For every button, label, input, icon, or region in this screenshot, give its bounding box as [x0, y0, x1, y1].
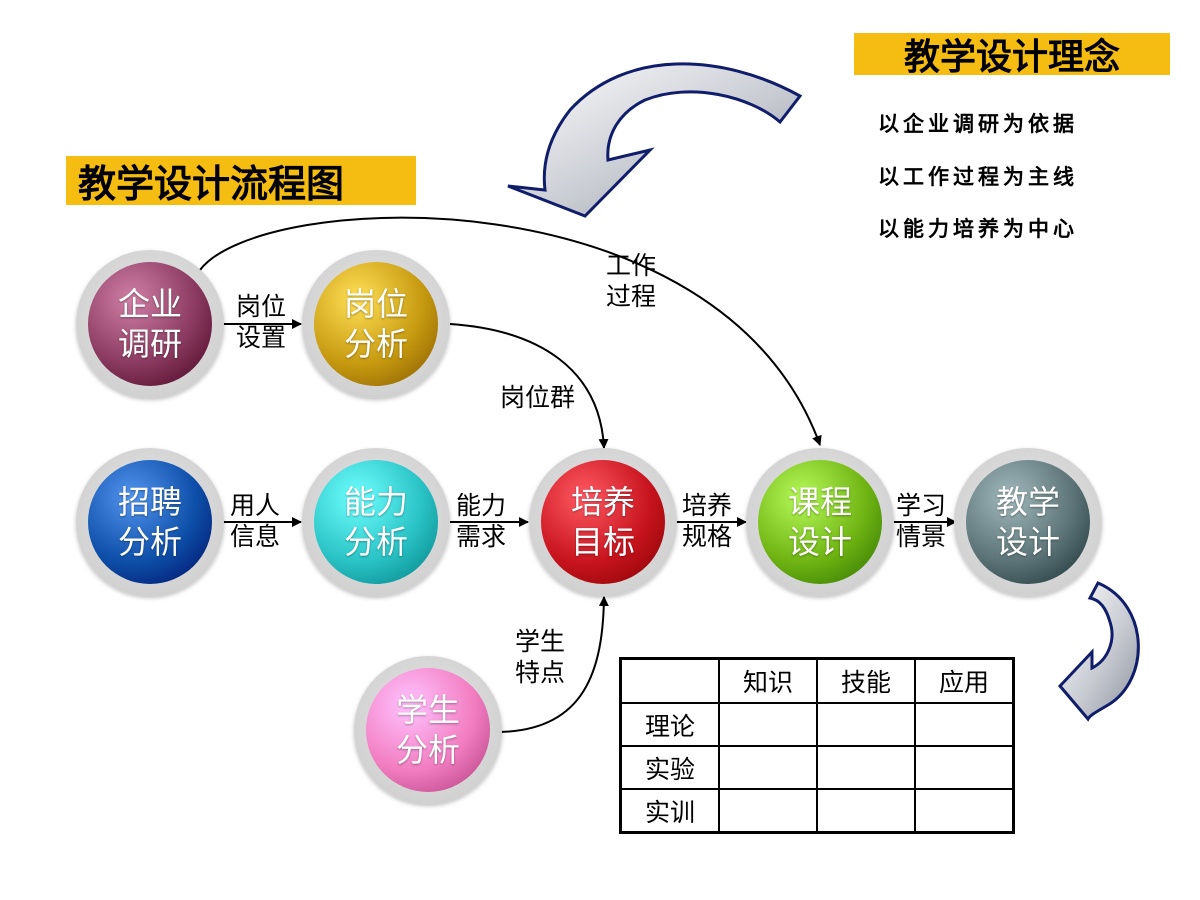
node-core: 教学 设计 — [966, 460, 1090, 584]
node-label-line1: 教学 — [995, 483, 1060, 521]
node-xuesheng-fenxi: 学生 分析 — [354, 656, 502, 804]
edge-label-peiyang-guige: 培养 规格 — [682, 490, 732, 552]
edge-xuesheng-peiyang — [499, 596, 609, 733]
edge-label-line1: 培养 — [682, 491, 733, 520]
node-zhaopin-fenxi: 招聘 分析 — [76, 448, 224, 596]
edge-label-line2: 需求 — [456, 522, 507, 551]
edge-label-line1: 岗位 — [236, 292, 287, 321]
table-cell — [718, 788, 818, 834]
node-label-line1: 培养 — [570, 483, 635, 521]
edge-label-line2: 过程 — [606, 282, 657, 311]
node-label-line2: 分析 — [117, 523, 182, 561]
table-header-cell: 技能 — [816, 657, 916, 704]
table-row: 实验 — [619, 745, 1015, 790]
edge-label-line2: 信息 — [230, 522, 281, 551]
node-label-line2: 分析 — [343, 325, 408, 363]
principle-3: 以能力培养为中心 — [878, 217, 1078, 241]
node-label-line2: 分析 — [343, 523, 408, 561]
table-row-label: 实训 — [619, 788, 720, 834]
table-row-label: 实验 — [619, 745, 720, 790]
edge-label-line2: 情景 — [896, 522, 947, 551]
edge-label-xuexi-qingjing: 学习 情景 — [896, 490, 946, 552]
table-cell — [816, 702, 916, 747]
edge-label-gangwei-shezhi: 岗位 设置 — [236, 291, 286, 353]
node-label-line1: 学生 — [395, 691, 460, 729]
node-core: 培养 目标 — [541, 460, 665, 584]
curved-arrow-top — [507, 62, 803, 218]
edge-label-gangweiqun: 岗位群 — [500, 382, 575, 413]
node-label-line1: 能力 — [343, 483, 408, 521]
node-core: 能力 分析 — [314, 460, 438, 584]
node-qiye-diaoyan: 企业 调研 — [76, 250, 224, 398]
table-corner-cell — [619, 657, 720, 704]
node-label-line2: 调研 — [117, 325, 182, 363]
edge-label-line1: 学习 — [896, 491, 947, 520]
edge-gangwei-peiyang — [449, 323, 609, 449]
table-cell — [914, 788, 1015, 834]
table-cell — [816, 745, 916, 790]
node-core: 学生 分析 — [366, 668, 490, 792]
design-concept-title: 教学设计理念 — [854, 33, 1170, 78]
node-label-line1: 企业 — [117, 285, 182, 323]
edge-label-line1: 岗位群 — [500, 383, 576, 412]
principle-2: 以工作过程为主线 — [878, 165, 1078, 189]
edge-label-nengli-xuqiu: 能力 需求 — [456, 490, 506, 552]
table-cell — [718, 745, 818, 790]
edge-label-gongzuo-guocheng: 工作 过程 — [606, 250, 656, 312]
principle-1: 以企业调研为依据 — [878, 112, 1078, 136]
table-cell — [914, 745, 1015, 790]
table-row-label: 理论 — [619, 702, 720, 747]
edge-label-xuesheng-tedian: 学生 特点 — [515, 626, 565, 688]
edge-label-line1: 用人 — [230, 491, 281, 520]
node-label-line1: 课程 — [787, 483, 852, 521]
edge-label-line2: 特点 — [515, 658, 566, 687]
edge-label-line1: 工作 — [606, 251, 657, 280]
edge-label-line2: 设置 — [236, 323, 287, 352]
node-core: 招聘 分析 — [88, 460, 212, 584]
course-matrix-table: 知识 技能 应用 理论 实验 实训 — [619, 657, 1015, 834]
table-cell — [914, 702, 1015, 747]
curved-arrow-bottom — [1057, 581, 1140, 722]
node-peiyang-mubiao: 培养 目标 — [529, 448, 677, 596]
edge-label-yongren-xinxi: 用人 信息 — [230, 490, 280, 552]
node-kecheng-sheji: 课程 设计 — [746, 448, 894, 596]
table-header-cell: 应用 — [914, 657, 1015, 704]
table-row: 实训 — [619, 788, 1015, 834]
table-header-cell: 知识 — [718, 657, 818, 704]
node-label-line1: 招聘 — [117, 483, 182, 521]
node-label-line2: 目标 — [570, 523, 635, 561]
node-core: 岗位 分析 — [314, 262, 438, 386]
node-core: 企业 调研 — [88, 262, 212, 386]
table-header-row: 知识 技能 应用 — [619, 657, 1015, 704]
node-core: 课程 设计 — [758, 460, 882, 584]
node-label-line2: 设计 — [787, 523, 852, 561]
table-row: 理论 — [619, 702, 1015, 747]
node-jiaoxue-sheji: 教学 设计 — [954, 448, 1102, 596]
table-cell — [718, 702, 818, 747]
edge-label-line2: 规格 — [682, 522, 733, 551]
node-label-line2: 分析 — [395, 731, 460, 769]
edge-label-line1: 能力 — [456, 491, 507, 520]
node-nengli-fenxi: 能力 分析 — [302, 448, 450, 596]
edge-qiye-kecheng — [199, 216, 822, 446]
node-label-line1: 岗位 — [343, 285, 408, 323]
flow-chart-title: 教学设计流程图 — [66, 156, 416, 206]
table-cell — [816, 788, 916, 834]
node-gangwei-fenxi: 岗位 分析 — [302, 250, 450, 398]
node-label-line2: 设计 — [995, 523, 1060, 561]
edge-label-line1: 学生 — [515, 627, 566, 656]
